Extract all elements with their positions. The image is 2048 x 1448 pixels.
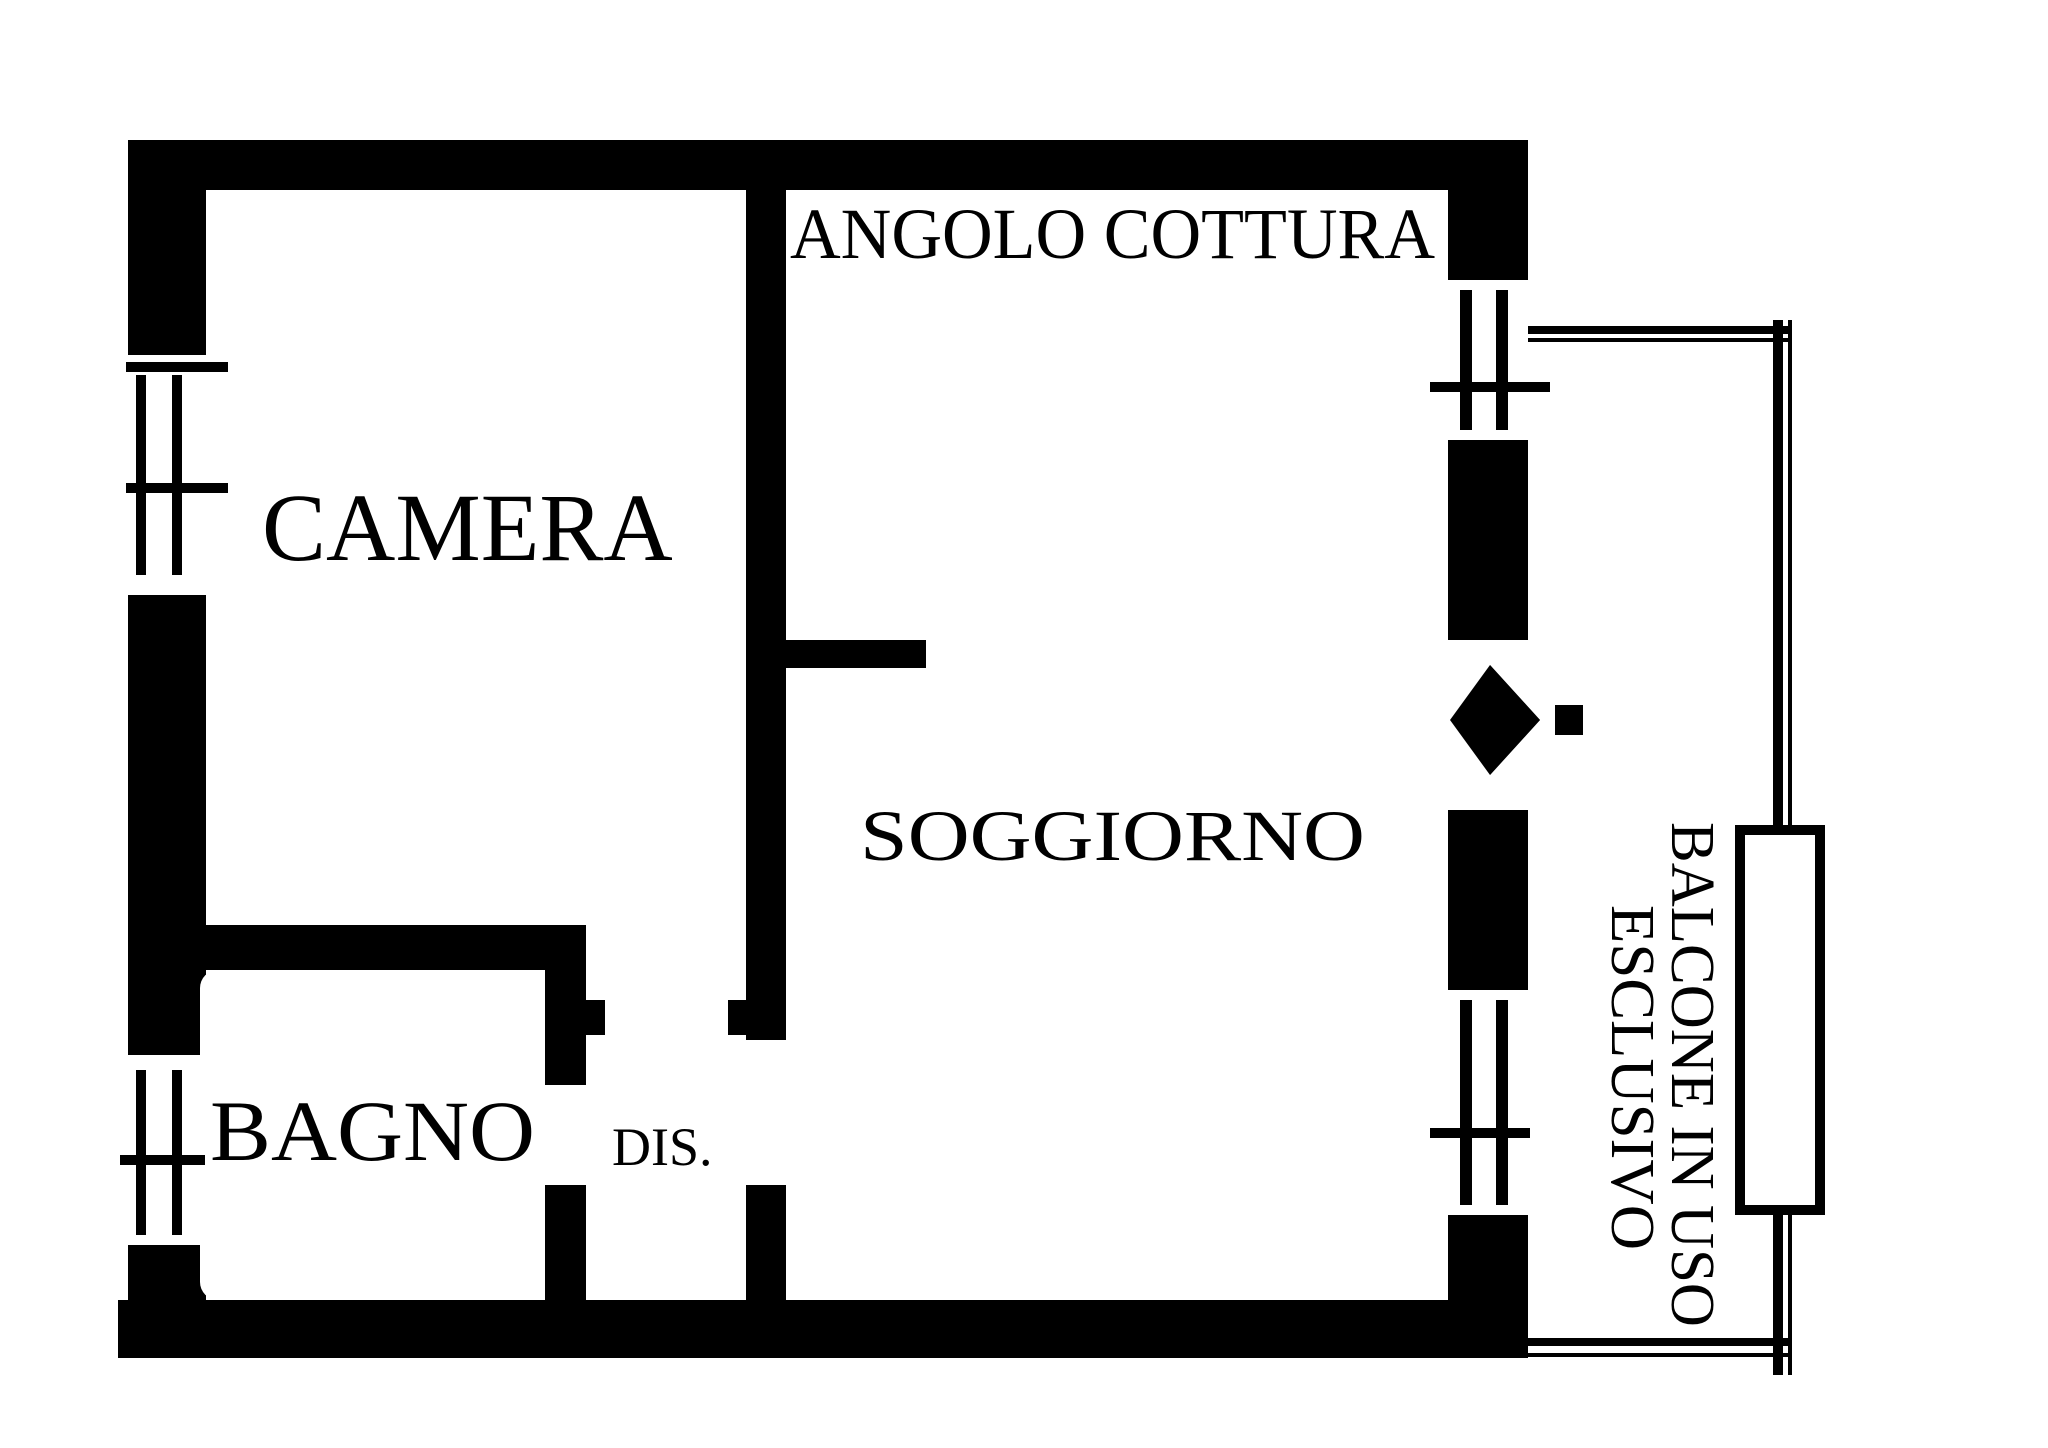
soggiorno-interior [786,190,1448,1300]
label-bagno: BAGNO [210,1083,535,1179]
balcony [1528,320,1825,1375]
label-soggiorno: SOGGIORNO [860,796,1365,876]
label-angolo-cottura: ANGOLO COTTURA [790,194,1435,274]
entrance-arrow-icon [1450,665,1583,775]
label-balcone-line2: ESCLUSIVO [1598,905,1666,1250]
label-disimpegno: DIS. [612,1117,713,1177]
right-windows [1430,280,1550,1215]
label-balcone-line1: BALCONE IN USO [1658,822,1726,1327]
left-windows [120,355,228,1245]
bagno-interior [200,970,545,1300]
partitions [206,190,926,1300]
balcony-planter [1735,825,1825,1215]
camera-interior [206,190,746,925]
label-camera: CAMERA [262,474,673,581]
